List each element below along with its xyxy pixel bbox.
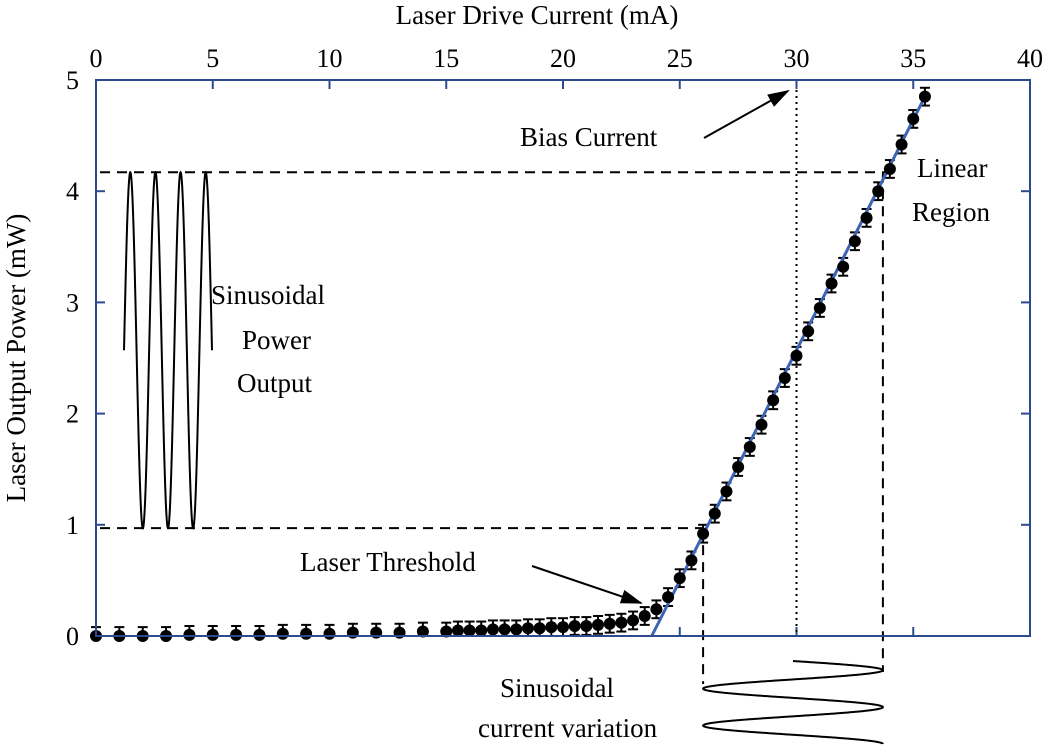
data-point (662, 591, 675, 604)
data-point (568, 619, 581, 632)
y-tick-label: 1 (66, 511, 79, 540)
annotation-sinusoidal-current-2: current variation (478, 713, 658, 743)
data-point (498, 623, 511, 636)
x-tick-label: 0 (90, 44, 103, 73)
data-points (90, 90, 931, 642)
data-point (907, 112, 920, 125)
data-point (895, 138, 908, 151)
data-point (872, 185, 885, 198)
data-point (825, 277, 838, 290)
data-point (883, 162, 896, 175)
y-tick-label: 5 (66, 66, 79, 95)
annotation-sinusoidal-power-2: Power (242, 325, 311, 355)
data-point (183, 628, 196, 641)
x-tick-label: 30 (784, 44, 810, 73)
data-point (580, 619, 593, 632)
data-point (463, 624, 476, 637)
x-tick-label: 5 (206, 44, 219, 73)
data-point (755, 418, 768, 431)
x-tick-label: 25 (667, 44, 693, 73)
data-point (802, 325, 815, 338)
data-point (860, 211, 873, 224)
data-point (837, 260, 850, 273)
data-point (510, 623, 523, 636)
error-bars (91, 86, 930, 636)
sinusoidal-power-wave (123, 170, 213, 530)
plot-frame (95, 79, 1031, 637)
x-tick-label: 35 (900, 44, 926, 73)
data-point (300, 627, 313, 640)
data-point (918, 90, 931, 103)
data-point (697, 527, 710, 540)
data-point (848, 235, 861, 248)
bias-current-arrow (703, 90, 790, 139)
annotation-sinusoidal-current-1: Sinusoidal (500, 673, 614, 703)
x-axis-title: Laser Drive Current (mA) (396, 0, 679, 30)
y-axis-title: Laser Output Power (mW) (1, 214, 31, 503)
data-point (673, 572, 686, 585)
data-point (206, 628, 219, 641)
laser-threshold-arrow (531, 565, 643, 604)
data-point (732, 460, 745, 473)
data-point (557, 621, 569, 634)
data-point (592, 618, 605, 631)
data-point (767, 394, 780, 407)
data-point (708, 507, 721, 520)
y-tick-label: 0 (66, 622, 79, 651)
data-point (323, 627, 336, 640)
x-tick-label: 20 (550, 44, 576, 73)
data-point (451, 624, 464, 637)
annotation-sinusoidal-power-3: Output (237, 368, 313, 398)
data-point (276, 627, 289, 640)
data-point (230, 628, 243, 641)
data-point (486, 623, 499, 636)
data-point (813, 301, 826, 314)
data-point (416, 625, 429, 638)
guide-lines (100, 90, 889, 684)
data-point (627, 614, 640, 627)
annotation-region: Region (912, 197, 990, 227)
y-tick-label: 2 (66, 400, 79, 429)
x-tick-label: 10 (317, 44, 343, 73)
annotation-sinusoidal-power-1: Sinusoidal (211, 280, 325, 310)
data-point (778, 372, 791, 385)
annotation-laser-threshold: Laser Threshold (300, 547, 476, 577)
y-tick-label: 3 (66, 288, 79, 317)
data-point (475, 624, 488, 637)
data-point (521, 622, 534, 635)
data-point (720, 485, 733, 498)
sinusoids (123, 170, 884, 745)
y-tick-label: 4 (66, 177, 79, 206)
data-point (440, 625, 453, 638)
x-tick-label: 15 (433, 44, 459, 73)
data-point (615, 616, 628, 629)
data-point (253, 628, 266, 641)
annotation-bias-current: Bias Current (520, 122, 658, 152)
data-point (790, 349, 803, 362)
data-point (650, 603, 663, 616)
data-point (533, 622, 546, 635)
annotation-linear: Linear (917, 153, 987, 183)
data-point (685, 554, 698, 567)
data-point (545, 621, 558, 634)
data-point (743, 440, 756, 453)
sinusoidal-current-wave (702, 660, 884, 745)
data-point (603, 617, 616, 630)
x-tick-label: 40 (1017, 44, 1043, 73)
data-point (638, 609, 651, 622)
